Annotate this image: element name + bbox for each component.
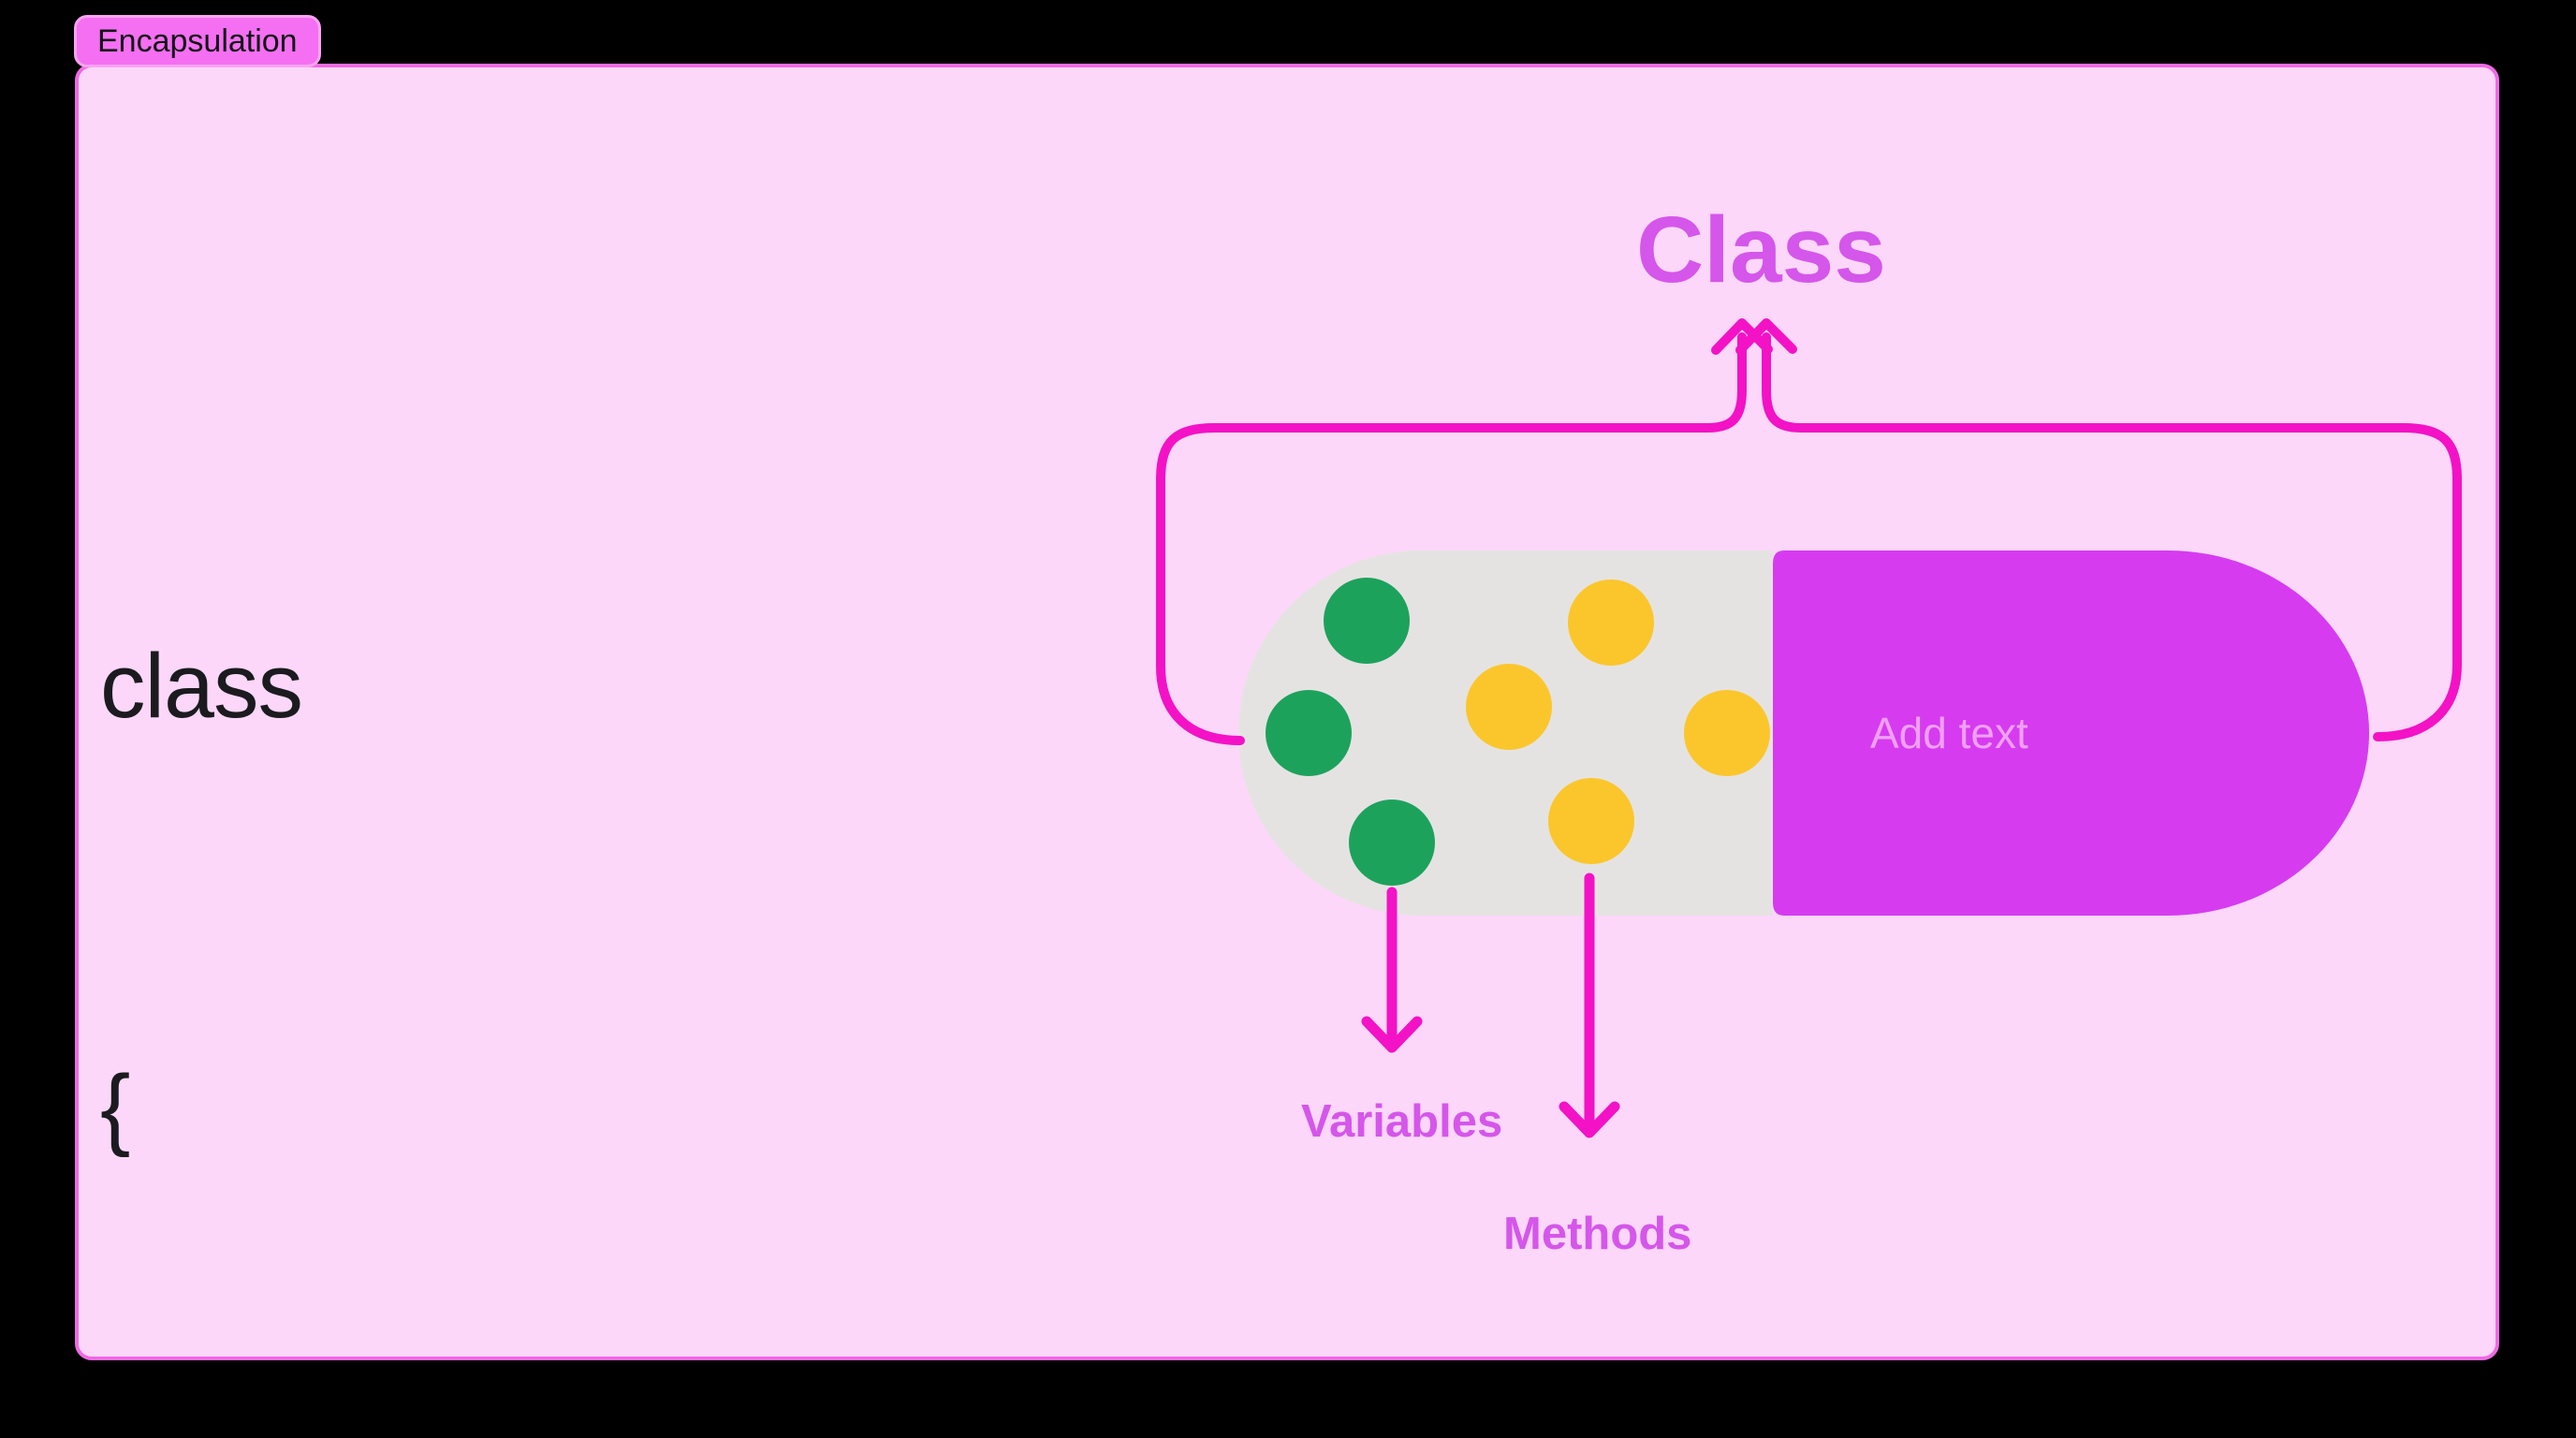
up-arrows-icon (1735, 318, 1797, 355)
method-dot (1466, 664, 1552, 750)
method-dot (1684, 690, 1770, 776)
class-title[interactable]: Class (1636, 198, 1886, 302)
variable-dot (1266, 690, 1352, 776)
variable-dot (1324, 578, 1410, 664)
down-arrow-icon (1361, 887, 1423, 1053)
brace-bracket (1156, 318, 2462, 745)
methods-label[interactable]: Methods (1503, 1209, 1692, 1259)
method-dot (1568, 580, 1654, 666)
down-arrow-icon (1559, 873, 1620, 1138)
up-arrows-icon (1711, 318, 1773, 355)
variables-label[interactable]: Variables (1301, 1096, 1503, 1147)
class-code-block[interactable]: class { data membres + methods (behavior… (100, 335, 944, 1438)
method-dot (1548, 778, 1634, 864)
code-line: class (100, 635, 303, 737)
capsule-magenta-half[interactable] (1773, 550, 2369, 916)
tab-encapsulation[interactable]: Encapsulation (74, 15, 321, 67)
variable-dot (1349, 800, 1435, 886)
code-line: { (100, 1056, 130, 1158)
add-text-placeholder[interactable]: Add text (1870, 709, 2028, 757)
